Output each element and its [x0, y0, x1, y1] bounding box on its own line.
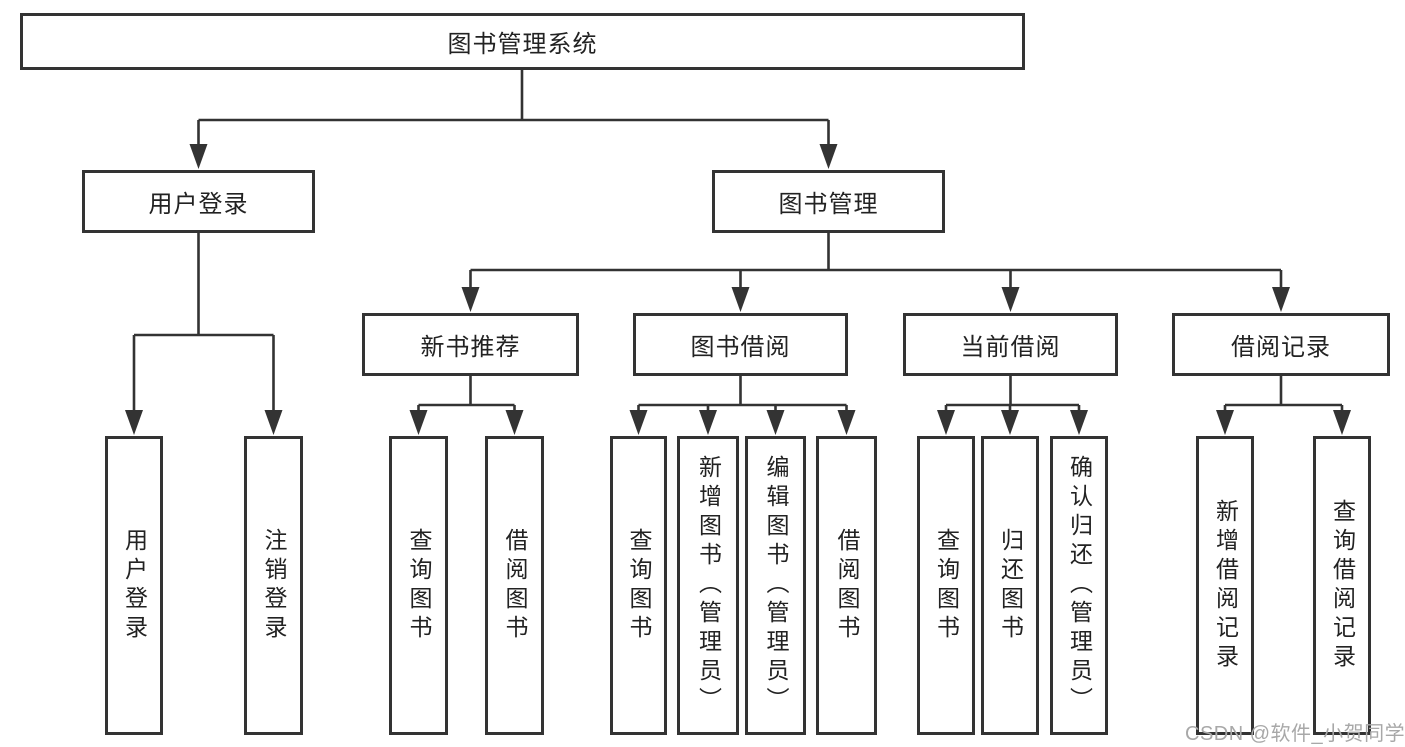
leaf-edit-book-admin: 编辑图书（管理员） [745, 436, 806, 735]
leaf-confirm-return-admin: 确认归还（管理员） [1050, 436, 1108, 735]
leaf-query-borrow-record: 查询借阅记录 [1313, 436, 1371, 735]
node-label: 借阅记录 [1231, 334, 1331, 361]
node-library-system: 图书管理系统 [20, 13, 1025, 70]
node-label: 查询图书 [626, 527, 652, 644]
node-label: 新增图书（管理员） [695, 455, 722, 716]
arrowhead [837, 410, 856, 435]
leaf-query-books-current: 查询图书 [917, 436, 975, 735]
arrowhead [189, 144, 208, 169]
node-label: 用户登录 [148, 191, 249, 218]
arrowhead [505, 410, 524, 435]
connector-borrow-records [1216, 376, 1351, 435]
node-current-borrow: 当前借阅 [903, 313, 1118, 376]
node-label: 借阅图书 [834, 527, 860, 644]
node-book-borrow: 图书借阅 [633, 313, 848, 376]
node-label: 注销登录 [261, 527, 287, 644]
node-label: 图书借阅 [690, 334, 791, 361]
leaf-user-login: 用户登录 [105, 436, 163, 735]
arrowhead [629, 410, 648, 435]
arrowhead [766, 410, 785, 435]
node-label: 查询借阅记录 [1329, 498, 1356, 673]
node-label: 查询图书 [406, 527, 432, 644]
arrowhead [1333, 410, 1351, 435]
leaf-query-books-recommend: 查询图书 [389, 436, 448, 735]
node-label: 归还图书 [997, 527, 1024, 644]
leaf-borrow-books-recommend: 借阅图书 [485, 436, 544, 735]
node-borrow-records: 借阅记录 [1172, 313, 1390, 376]
node-label: 图书管理系统 [447, 31, 598, 58]
arrowhead [699, 410, 717, 435]
node-label: 图书管理 [778, 191, 879, 218]
arrowhead [937, 410, 955, 435]
csdn-watermark: CSDN @软件_小贺同学 [1185, 723, 1405, 745]
arrowhead [461, 287, 480, 312]
node-label: 查询图书 [933, 527, 960, 644]
node-label: 用户登录 [121, 527, 148, 644]
node-label: 确认归还（管理员） [1066, 455, 1093, 716]
arrowhead [1216, 410, 1234, 435]
arrowhead [1272, 287, 1290, 312]
connector-book-management [461, 233, 1290, 312]
node-new-book-recommend: 新书推荐 [362, 313, 579, 376]
node-book-management: 图书管理 [712, 170, 945, 233]
arrowhead [409, 410, 428, 435]
connector-user-login [125, 233, 283, 435]
connector-root [189, 70, 838, 169]
connector-book-borrow [629, 376, 856, 435]
arrowhead [819, 144, 838, 169]
node-user-login: 用户登录 [82, 170, 315, 233]
leaf-logout: 注销登录 [244, 436, 303, 735]
arrowhead [731, 287, 750, 312]
arrowhead [1070, 410, 1088, 435]
node-label: 新增借阅记录 [1212, 498, 1239, 673]
arrowhead [125, 410, 143, 435]
leaf-add-book-admin: 新增图书（管理员） [677, 436, 739, 735]
connector-new-book-recommend [409, 376, 524, 435]
leaf-add-borrow-record: 新增借阅记录 [1196, 436, 1254, 735]
arrowhead [1001, 410, 1019, 435]
leaf-query-books-borrow: 查询图书 [610, 436, 667, 735]
connector-current-borrow [937, 376, 1088, 435]
node-label: 编辑图书（管理员） [763, 455, 789, 716]
leaf-borrow-books-2: 借阅图书 [816, 436, 877, 735]
node-label: 新书推荐 [420, 334, 521, 361]
node-label: 当前借阅 [960, 334, 1061, 361]
arrowhead [1001, 287, 1020, 312]
node-label: 借阅图书 [502, 527, 528, 644]
arrowhead [264, 410, 283, 435]
leaf-return-book: 归还图书 [981, 436, 1039, 735]
